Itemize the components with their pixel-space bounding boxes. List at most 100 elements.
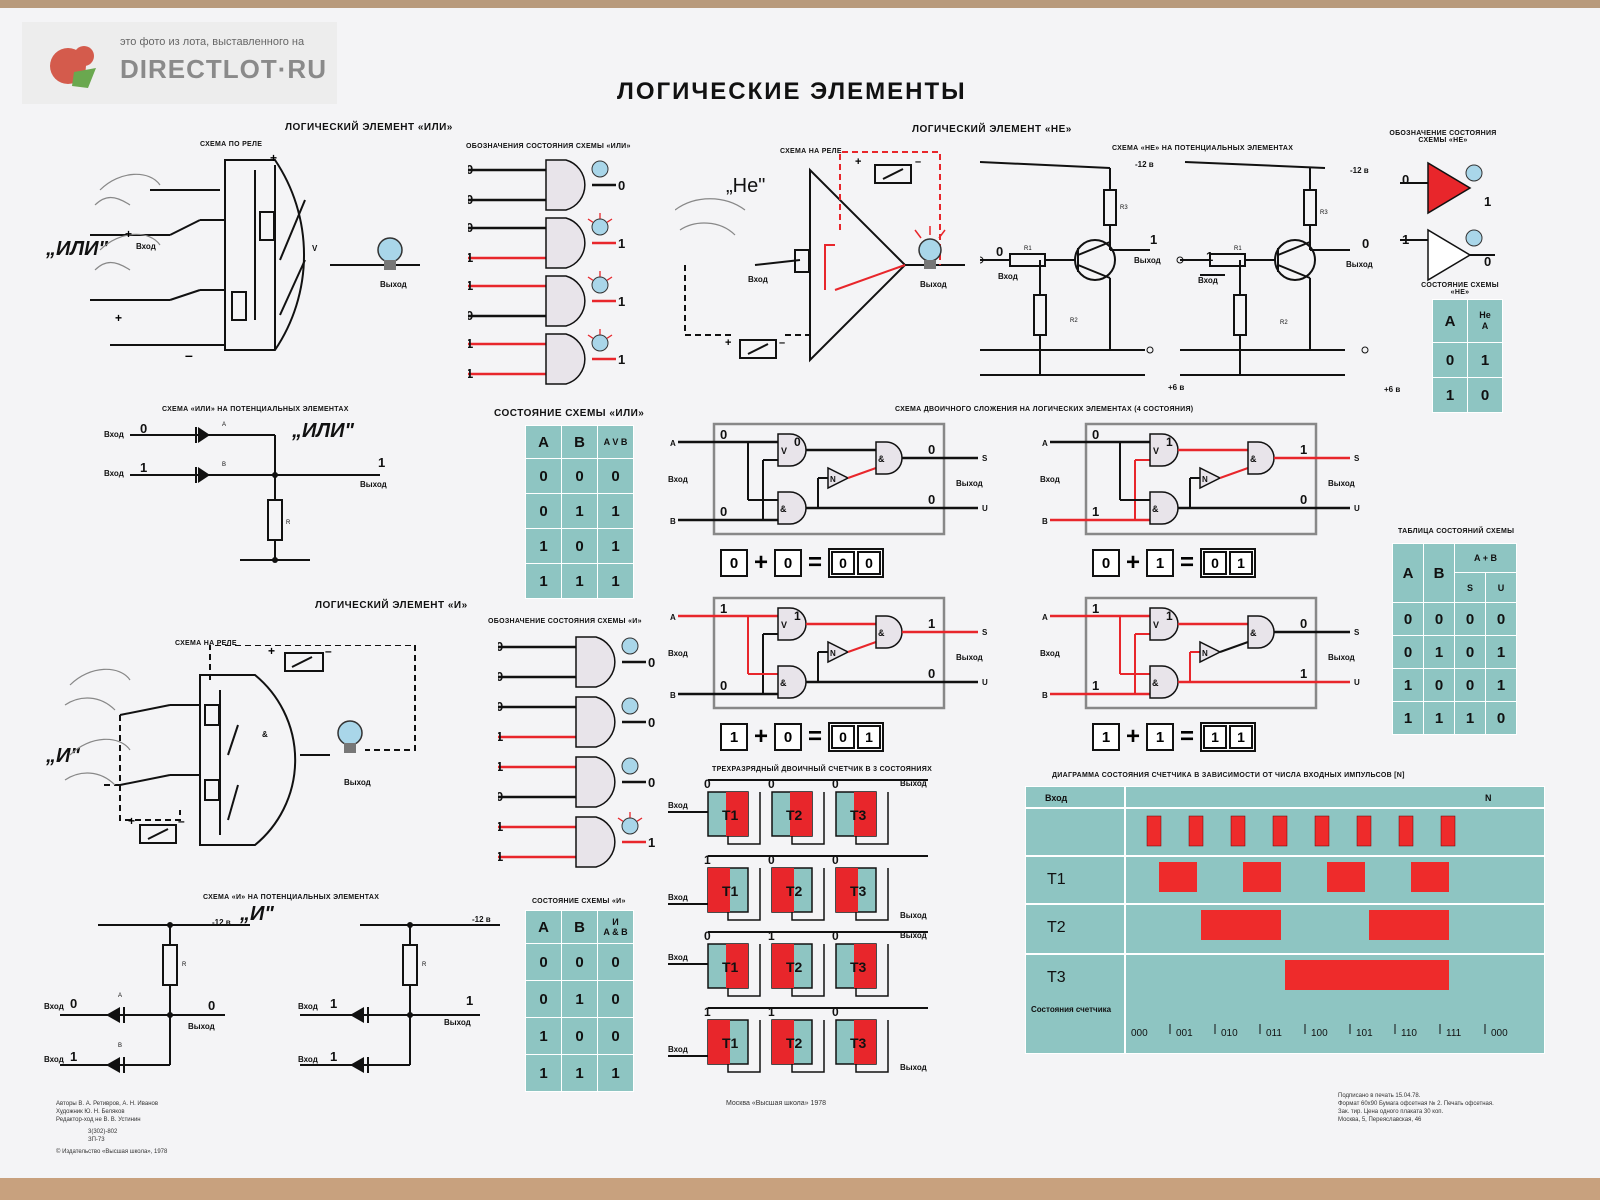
adder-value-s: 1 (1300, 442, 1307, 457)
not-potential-caption: СХЕМА «НЕ» НА ПОТЕНЦИАЛЬНЫХ ЭЛЕМЕНТАХ (1112, 145, 1294, 152)
eq-result-digit: 1 (1229, 725, 1254, 749)
bulb-icon (591, 276, 609, 294)
eq-plus: + (1126, 549, 1141, 576)
t1-state-bar (1411, 862, 1449, 892)
trigger-link (727, 868, 761, 921)
poster-title: ЛОГИЧЕСКИЕ ЭЛЕМЕНТЫ (617, 78, 967, 105)
or-cell: 0 (597, 458, 634, 494)
not-supply-neg-left: -12 в (1135, 160, 1154, 169)
timing-n-label: N (1485, 793, 1492, 803)
adder-and-gate-1 (777, 491, 807, 525)
adder-in-b-label: B (1042, 691, 1048, 700)
or-title: ЛОГИЧЕСКИЙ ЭЛЕМЕНТ «ИЛИ» (285, 122, 453, 133)
adder-input-label: Вход (668, 649, 688, 658)
trigger-bit: 0 (832, 929, 839, 943)
trigger-bit: 0 (704, 929, 711, 943)
and-state-state-b: 1 (498, 729, 503, 744)
or-pot-input-b: 1 (140, 460, 148, 475)
adder-and-gate-2 (1247, 615, 1275, 649)
trigger-link (855, 1020, 889, 1073)
not-left-out-label: Выход (1134, 256, 1161, 265)
or-cell: 1 (525, 563, 562, 599)
wall-background (0, 1178, 1600, 1200)
or-cell: 0 (561, 458, 598, 494)
eq-operand-a: 0 (720, 549, 748, 577)
or-state-gate (545, 159, 586, 211)
trigger-link (791, 792, 825, 845)
or-th-out: A V B (597, 425, 634, 459)
footer-code: 3(302)-802 ЗП-73 (88, 1129, 118, 1143)
svg-text:+: + (270, 151, 277, 165)
and-pot-right-in-a-label: Вход (298, 1002, 318, 1011)
adder-and-gate-2 (1247, 441, 1275, 475)
adder-input-label: Вход (1040, 649, 1060, 658)
or-cell: 0 (525, 458, 562, 494)
eq-result-digit: 0 (831, 725, 856, 749)
timing-states-label: Состояния счетчика (1031, 1005, 1112, 1014)
trigger-link (791, 944, 825, 997)
bulb-icon (591, 160, 609, 178)
trigger-label: T2 (786, 807, 803, 823)
and-supply-right: -12 в (472, 915, 491, 924)
not-left-in: 0 (996, 244, 1004, 259)
counter-output-label: Выход (900, 911, 927, 920)
adder-not-gate (1199, 466, 1222, 490)
sum-cell: 0 (1423, 602, 1455, 636)
not-r1-right: R1 (1234, 246, 1242, 252)
adder-frame (1084, 422, 1318, 536)
sum-cell: 1 (1423, 701, 1455, 735)
footer-print-info: Подписано в печать 15.04.78. Формат 60х9… (1338, 1093, 1494, 1123)
not-relay-diagram: + – + – (675, 151, 965, 363)
counter-state-label: 001 (1176, 1028, 1193, 1039)
or-state-state-a: 0 (468, 220, 473, 235)
adder-and-gate-1 (1149, 665, 1179, 699)
sum-th-u: U (1485, 572, 1517, 603)
or-cell: 0 (525, 493, 562, 529)
eq-plus: + (754, 723, 769, 750)
timing-t1-label: T1 (1047, 871, 1066, 888)
not-symbol-in-0: 0 (1402, 172, 1410, 187)
adder-or-gate (777, 607, 807, 641)
adder-caption: СХЕМА ДВОИЧНОГО СЛОЖЕНИЯ НА ЛОГИЧЕСКИХ Э… (895, 406, 1194, 413)
and-th-out-bottom: A & B (603, 927, 628, 937)
counter-input-label: Вход (668, 801, 688, 810)
input-pulse (1146, 815, 1162, 847)
trigger-label: T2 (786, 1035, 803, 1051)
or-input-label: Вход (136, 242, 156, 251)
eq-result-digit: 0 (1203, 551, 1228, 575)
t1-state-bar (1159, 862, 1197, 892)
and-resistor-right: R (422, 962, 427, 968)
adder-in-b-label: B (670, 517, 676, 526)
svg-text:–: – (185, 347, 193, 363)
trigger-bit: 0 (832, 1005, 839, 1019)
footer-authors: Авторы В. А. Ретивров, А. Н. Иванов Худо… (56, 1101, 159, 1123)
not-r2-right: R2 (1280, 320, 1288, 326)
adder-not-symbol: N (1202, 649, 1208, 658)
adder-or-symbol: V (781, 446, 787, 456)
and-pot-right-in-a: 1 (330, 996, 338, 1011)
counter-output-label: Выход (900, 1063, 927, 1072)
and-state-state-a: 0 (498, 639, 503, 654)
adder-value-u: 1 (1300, 666, 1307, 681)
and-state-gate (575, 816, 616, 868)
trigger-bit: 1 (768, 1005, 775, 1019)
and-cell: 0 (525, 943, 562, 981)
trigger-link (791, 1020, 825, 1073)
trigger-link (855, 944, 889, 997)
and-state-gate (575, 756, 616, 808)
adder-in-a-label: A (1042, 439, 1048, 448)
adder-not-symbol: N (830, 649, 836, 658)
and-th-out-top: И (612, 917, 619, 927)
not-output-label: Выход (920, 280, 947, 289)
not-r2-left: R2 (1070, 318, 1078, 324)
or-cell: 0 (561, 528, 598, 564)
input-pulse (1314, 815, 1330, 847)
trigger-state-fill (726, 792, 748, 836)
adder-not-gate (827, 640, 850, 664)
trigger-label: T3 (850, 883, 867, 899)
not-right-in-label: Вход (1198, 276, 1218, 285)
input-pulse (1188, 815, 1204, 847)
not-left-in-label: Вход (998, 272, 1018, 281)
